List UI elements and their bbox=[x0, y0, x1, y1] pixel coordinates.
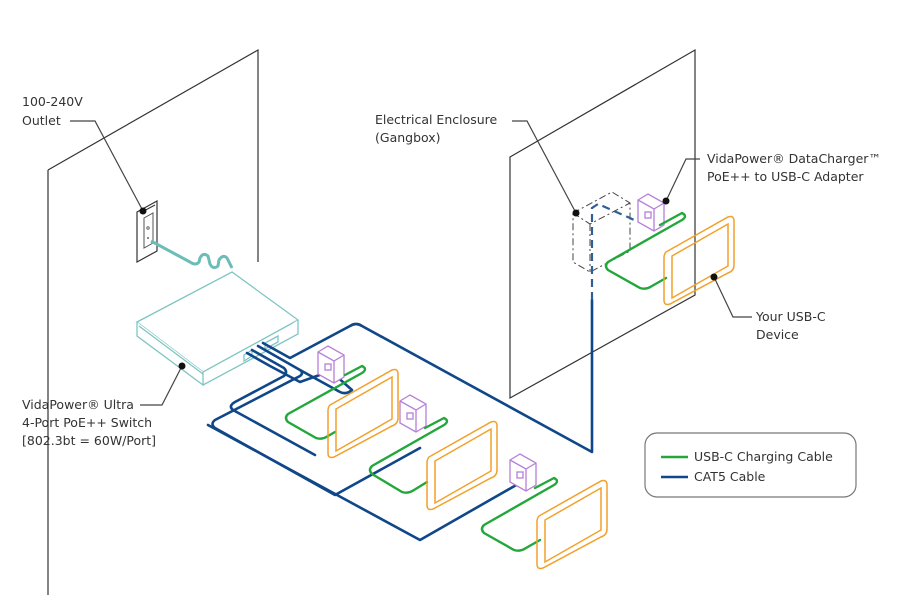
cat5-cables bbox=[206, 202, 649, 542]
outlet-label-line1: 100-240V bbox=[22, 94, 83, 109]
cat5-cable-6 bbox=[298, 368, 354, 395]
outlet-leader bbox=[70, 120, 144, 212]
switch-label-line1: VidaPower® Ultra bbox=[22, 397, 134, 412]
usbc-cables bbox=[284, 211, 687, 552]
device-leader bbox=[713, 276, 752, 318]
gangbox bbox=[572, 191, 631, 273]
usbc-device-1 bbox=[327, 368, 399, 459]
usbc-device-3 bbox=[536, 479, 608, 570]
outlet-label-line2: Outlet bbox=[22, 113, 61, 128]
device-label-line2: Device bbox=[756, 327, 799, 342]
legend-label-usbc: USB-C Charging Cable bbox=[694, 449, 833, 464]
enclosure-label: Electrical Enclosure (Gangbox) bbox=[375, 112, 498, 145]
switch-label-line2: 4-Port PoE++ Switch bbox=[22, 415, 152, 430]
adapter-label: VidaPower® DataCharger™ PoE++ to USB-C A… bbox=[707, 151, 881, 184]
left-wall bbox=[47, 48, 259, 595]
power-cable bbox=[150, 239, 234, 270]
device-label-line1: Your USB-C bbox=[755, 309, 826, 324]
switch-leader bbox=[140, 365, 183, 406]
cat5-cable-5 bbox=[206, 423, 527, 542]
adapter-wall bbox=[637, 193, 665, 232]
adapter-3 bbox=[509, 453, 537, 492]
right-wall bbox=[509, 48, 696, 400]
adapter-1 bbox=[317, 345, 345, 384]
adapter-2 bbox=[399, 394, 427, 433]
legend: USB-C Charging Cable CAT5 Cable bbox=[644, 432, 857, 498]
usbc-device-2 bbox=[426, 420, 498, 511]
switch-label-line3: [802.3bt = 60W/Port] bbox=[22, 433, 156, 448]
enclosure-leader bbox=[512, 120, 577, 214]
adapter-label-line2: PoE++ to USB-C Adapter bbox=[707, 169, 864, 184]
enclosure-label-line2: (Gangbox) bbox=[375, 130, 441, 145]
device-label: Your USB-C Device bbox=[755, 309, 826, 342]
legend-label-cat5: CAT5 Cable bbox=[694, 469, 766, 484]
cat5-cable-3 bbox=[229, 348, 317, 457]
cat5-cable-1 bbox=[261, 298, 594, 454]
outlet-label: 100-240V Outlet bbox=[22, 94, 83, 128]
poe-switch bbox=[135, 271, 300, 387]
wall-outlet bbox=[136, 199, 158, 264]
adapter-leader bbox=[665, 158, 700, 202]
enclosure-label-line1: Electrical Enclosure bbox=[375, 112, 498, 127]
cat5-cable-1-in-wall bbox=[590, 202, 649, 300]
adapter-label-line1: VidaPower® DataCharger™ bbox=[707, 151, 881, 166]
legend-box bbox=[644, 432, 857, 498]
switch-label: VidaPower® Ultra 4-Port PoE++ Switch [80… bbox=[22, 397, 156, 448]
usbc-device-wall bbox=[663, 215, 735, 306]
